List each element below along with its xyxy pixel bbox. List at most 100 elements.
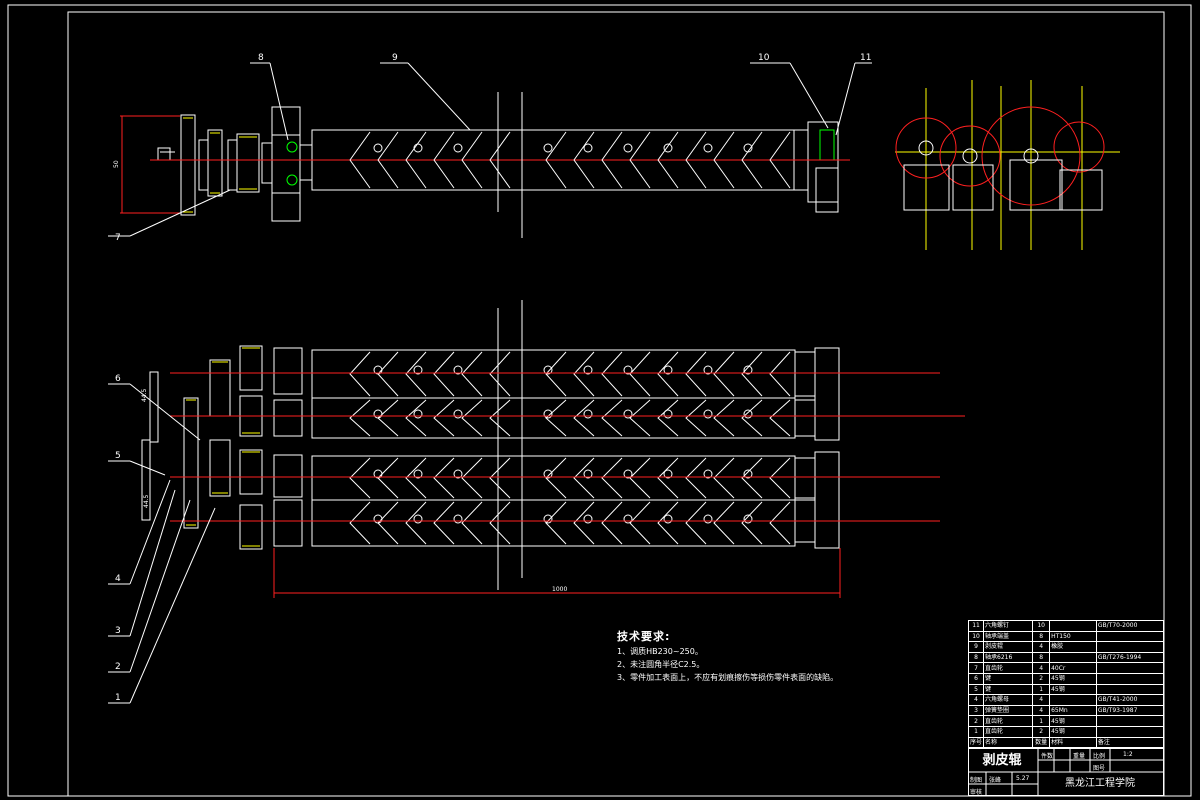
drawn-by: 张峰 — [989, 777, 1002, 784]
bom-cell-standard — [1095, 683, 1165, 696]
callout-3: 3 — [115, 626, 121, 636]
label-scale: 比例 — [1093, 753, 1106, 760]
title-block-grid — [968, 748, 1164, 796]
bom-cell-no: 3 — [967, 704, 985, 717]
note-item: 3、零件加工表面上，不应有划痕擦伤等损伤零件表面的缺陷。 — [617, 673, 839, 682]
callout-1: 1 — [115, 693, 121, 703]
bom-cell-name: 剥皮辊 — [983, 641, 1034, 653]
bom-cell-qty: 4 — [1032, 704, 1051, 717]
bom-cell-standard — [1095, 715, 1165, 727]
bom-cell-standard: GB/T93-1987 — [1095, 704, 1165, 717]
dim-horizontal: 1000 — [552, 586, 567, 593]
bom-cell-qty: 数量 — [1032, 736, 1051, 749]
bom-cell-material — [1049, 620, 1097, 632]
bom-cell-standard: GB/T70-2000 — [1095, 620, 1165, 632]
bom-cell-qty: 2 — [1032, 672, 1051, 685]
bom-cell-standard — [1095, 725, 1165, 738]
bom-cell-name: 直齿轮 — [983, 715, 1034, 727]
dimension-labels: 50 1000 44.5 44.5 — [113, 160, 567, 593]
bom-cell-no: 8 — [967, 651, 985, 664]
callout-8: 8 — [258, 53, 264, 63]
dim-left-a: 44.5 — [141, 388, 148, 402]
bom-cell-standard: GB/T41-2000 — [1095, 694, 1165, 706]
callout-4: 4 — [115, 574, 121, 584]
bom-cell-no: 4 — [967, 694, 985, 706]
bom-cell-no: 2 — [967, 715, 985, 727]
bom-cell-material: 45钢 — [1049, 715, 1097, 727]
bom-cell-name: 直齿轮 — [983, 725, 1034, 738]
label-qty: 件数 — [1041, 753, 1054, 760]
top-roller-chevrons — [349, 131, 791, 189]
label-check: 审核 — [970, 789, 983, 796]
bom-cell-no: 9 — [967, 641, 985, 653]
callout-10: 10 — [758, 53, 770, 63]
bom-cell-name: 六角螺钉 — [983, 620, 1034, 632]
bom-cell-qty: 4 — [1032, 662, 1051, 674]
note-item: 1、调质HB230~250。 — [617, 647, 703, 656]
bom-cell-standard — [1095, 641, 1165, 653]
top-view-gear-hatching — [183, 117, 257, 213]
bom-cell-material: 材料 — [1049, 736, 1097, 749]
leader-lines — [108, 62, 872, 704]
bom-cell-material — [1049, 651, 1097, 664]
drawn-date: 5.27 — [1016, 775, 1030, 782]
bom-cell-material: HT150 — [1049, 630, 1097, 643]
bom-cell-qty: 8 — [1032, 630, 1051, 643]
callout-2: 2 — [115, 662, 121, 672]
bottom-view — [141, 345, 840, 550]
bom-cell-no: 6 — [967, 672, 985, 685]
title-block: 剥皮辊 件数 重量 比例 1:2 图号 制图 张峰 5.27 审核 黑龙江工程学… — [968, 748, 1164, 796]
school-name: 黑龙江工程学院 — [1065, 778, 1135, 789]
callout-11: 11 — [860, 53, 871, 63]
top-view — [157, 106, 839, 222]
technical-requirements: 技术要求: 1、调质HB230~250。 2、未注圆角半径C2.5。 3、零件加… — [617, 630, 838, 684]
bom-cell-name: 轴承端盖 — [983, 630, 1034, 643]
drawing-name: 剥皮辊 — [982, 753, 1022, 768]
bom-cell-no: 10 — [967, 630, 985, 643]
notes-title: 技术要求: — [617, 630, 671, 643]
bom-cell-no: 序号 — [967, 736, 985, 749]
bom-cell-name: 轴承6216 — [983, 651, 1034, 664]
bom-cell-material: 45钢 — [1049, 672, 1097, 685]
callout-5: 5 — [115, 451, 121, 461]
bom-cell-standard — [1095, 662, 1165, 674]
bom-cell-no: 1 — [967, 725, 985, 738]
bom-cell-material: 45钢 — [1049, 683, 1097, 696]
scale-value: 1:2 — [1123, 751, 1133, 758]
label-sheet: 图号 — [1093, 765, 1106, 772]
bom-cell-qty: 10 — [1032, 620, 1051, 632]
break-lines — [497, 92, 523, 590]
callout-9: 9 — [392, 53, 398, 63]
bom-cell-name: 弹簧垫圈 — [983, 704, 1034, 717]
bom-cell-name: 键 — [983, 683, 1034, 696]
bom-cell-qty: 4 — [1032, 694, 1051, 706]
bom-cell-name: 名称 — [983, 736, 1034, 749]
bom-cell-material: 40Cr — [1049, 662, 1097, 674]
callout-6: 6 — [115, 374, 121, 384]
bom-cell-qty: 4 — [1032, 641, 1051, 653]
bom-header-row: 序号名称数量材料备注 — [967, 736, 1165, 749]
bom-cell-standard — [1095, 630, 1165, 643]
callout-labels: 8 9 10 11 7 6 5 4 3 2 1 — [115, 53, 871, 703]
bom-cell-qty: 1 — [1032, 715, 1051, 727]
bom-cell-no: 11 — [967, 620, 985, 632]
top-view-bearing — [286, 129, 835, 186]
bom-cell-material: 橡胶 — [1049, 641, 1097, 653]
note-item: 2、未注圆角半径C2.5。 — [617, 660, 705, 669]
inner-frame — [67, 11, 1165, 797]
top-view-centerlines — [120, 115, 850, 214]
bom-cell-name: 键 — [983, 672, 1034, 685]
bom-cell-qty: 1 — [1032, 683, 1051, 696]
label-drawn: 制图 — [970, 777, 983, 784]
